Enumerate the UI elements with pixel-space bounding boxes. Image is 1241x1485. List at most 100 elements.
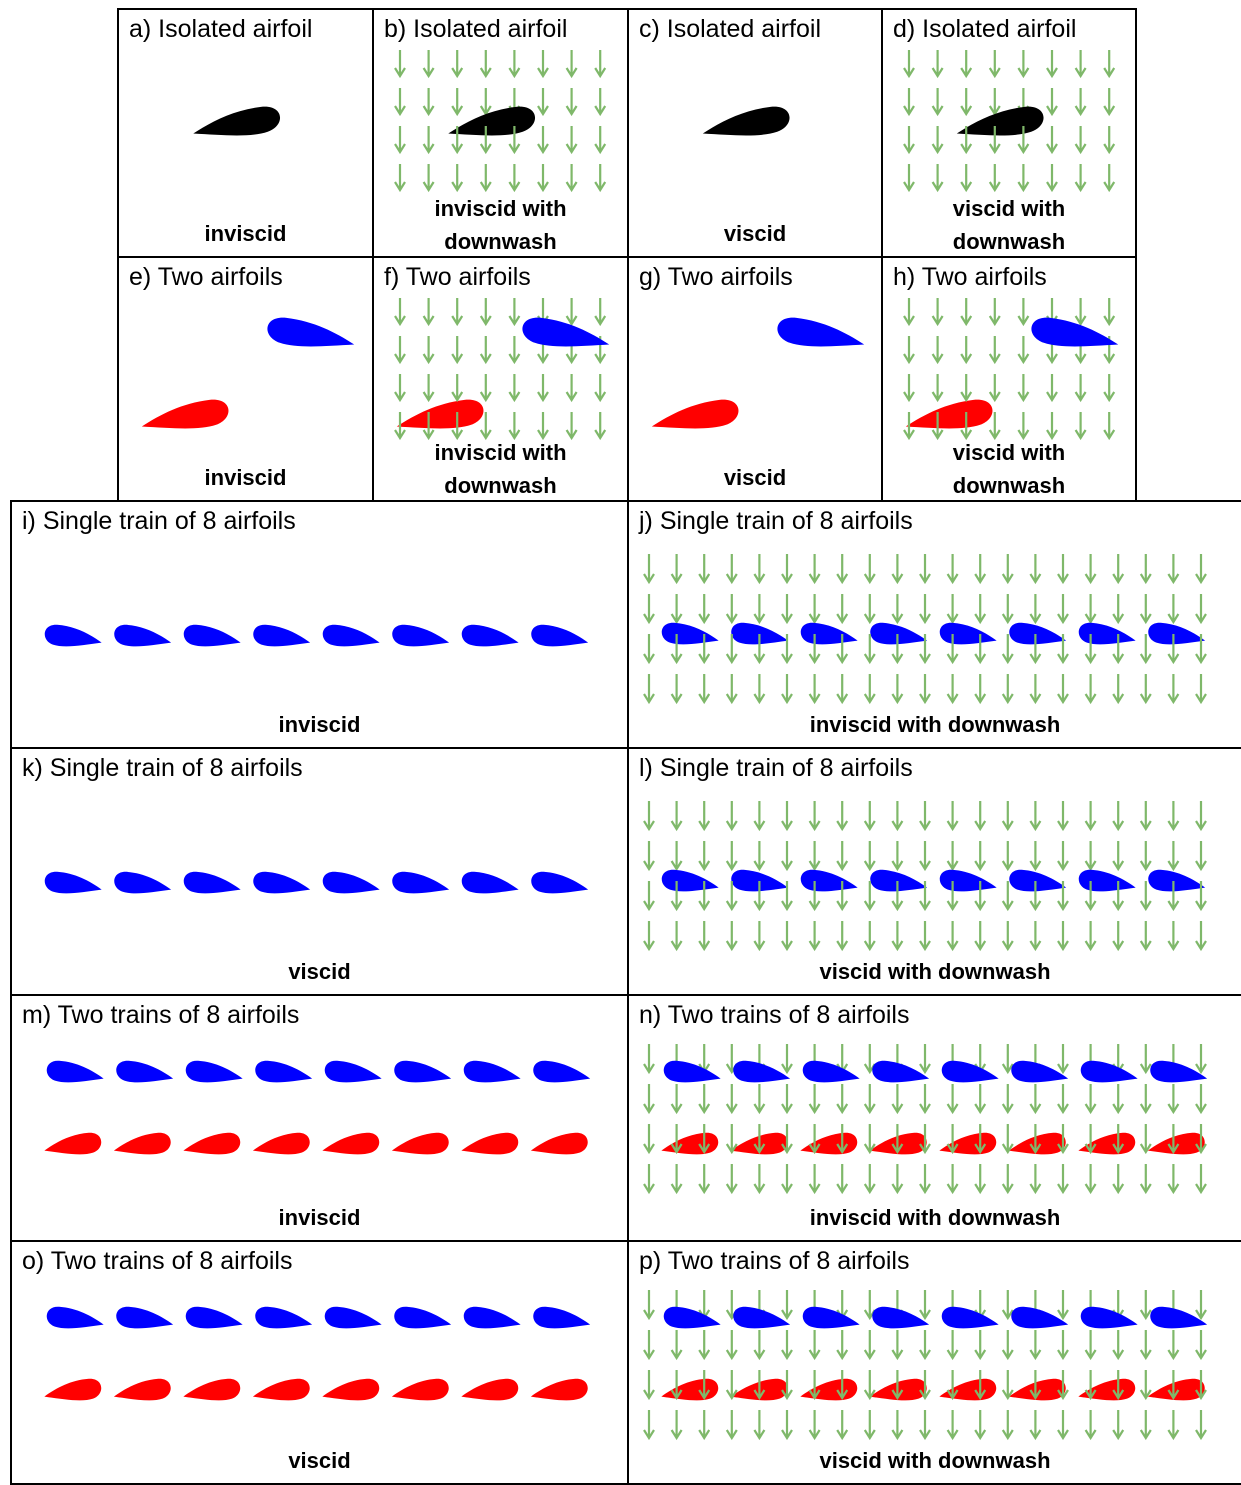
downwash-arrow [781,594,793,625]
downwash-arrow [1139,554,1152,585]
panel-caption: viscid [723,465,787,490]
upper-airfoil [731,869,789,892]
downwash-arrow [725,1330,738,1361]
downwash-arrow [643,554,655,585]
downwash-arrow [725,1410,738,1441]
upper-airfoil [1011,1060,1069,1083]
upper-airfoil [531,624,589,647]
downwash-arrow [1103,298,1116,327]
downwash-arrow [988,164,1001,193]
downwash-arrow [698,921,711,952]
downwash-arrow [919,1330,931,1361]
downwash-arrow [781,1124,793,1155]
downwash-arrow [781,801,793,832]
downwash-arrow [931,50,944,79]
downwash-arrow [931,374,944,403]
upper-airfoil [872,1306,930,1329]
downwash-arrow [643,1370,655,1401]
downwash-arrow [508,50,521,79]
downwash-arrow [1057,1084,1069,1115]
panel-drawing [903,50,1116,193]
panel-title: c) Isolated airfoil [639,15,822,43]
downwash-arrow [781,1084,793,1115]
downwash-arrow [594,88,607,117]
upper-airfoil [661,622,719,645]
downwash-arrow [753,1330,766,1361]
upper-airfoil [116,1060,174,1083]
downwash-arrow [836,1084,849,1115]
downwash-arrow [698,1124,711,1155]
downwash-arrow [1057,881,1069,912]
panel-caption: viscid [288,959,351,984]
downwash-arrow [863,674,876,705]
downwash-arrow [1017,164,1030,193]
lower-airfoil [530,1132,588,1155]
downwash-arrow [1046,412,1058,441]
downwash-arrow [931,298,944,327]
downwash-arrow [670,634,683,665]
downwash-arrow [836,1330,849,1361]
downwash-arrow [891,1124,904,1155]
downwash-arrow [891,921,904,952]
panel-caption: inviscid with downwash [809,1205,1061,1230]
upper-airfoil [870,622,928,645]
downwash-arrow [422,298,435,327]
downwash-arrow [1057,841,1069,872]
downwash-arrow [643,1330,655,1361]
downwash-arrow [565,374,578,403]
downwash-arrow [537,50,549,79]
upper-airfoil [1011,1306,1069,1329]
downwash-arrow [891,674,904,705]
downwash-arrow [946,634,959,665]
downwash-arrow [1139,1370,1152,1401]
upper-airfoil [1150,1060,1208,1083]
panel-title: m) Two trains of 8 airfoils [22,1001,300,1029]
downwash-arrow [1057,1164,1069,1195]
upper-airfoil [800,869,858,892]
upper-airfoil [1009,869,1067,892]
upper-airfoil [324,1060,382,1083]
downwash-arrow [836,1370,849,1401]
downwash-arrow [891,1370,904,1401]
downwash-arrow [960,298,973,327]
downwash-arrow [698,1370,711,1401]
panel-title: n) Two trains of 8 airfoils [639,1001,910,1029]
upper-airfoil [463,1306,521,1329]
downwash-arrow [919,801,931,832]
downwash-arrow [508,374,521,403]
downwash-arrow [394,88,406,117]
downwash-arrow [1001,1084,1014,1115]
upper-airfoil [533,1306,591,1329]
downwash-arrow [1112,1084,1125,1115]
upper-airfoil [46,1060,104,1083]
downwash-arrow [1057,1124,1069,1155]
downwash-arrow [670,554,683,585]
panel-drawing [643,1290,1208,1441]
downwash-arrow [863,841,876,872]
downwash-arrow [1074,164,1087,193]
downwash-arrow [974,674,987,705]
downwash-arrow [1139,841,1152,872]
downwash-arrow [1139,1290,1152,1321]
downwash-arrow [988,50,1001,79]
lower-airfoil [939,1132,997,1155]
downwash-arrow [1046,374,1058,403]
downwash-arrow [670,1164,683,1195]
lower-airfoil [461,1132,519,1155]
downwash-arrow [863,1084,876,1115]
downwash-arrow [988,88,1001,117]
panel-caption: viscid with downwash [952,440,1066,498]
downwash-arrow [919,554,931,585]
downwash-arrow [781,674,793,705]
downwash-arrow [725,554,738,585]
downwash-arrow [451,374,464,403]
panel-drawing [44,624,589,647]
downwash-arrow [698,1330,711,1361]
downwash-arrow [394,50,406,79]
downwash-arrow [698,1164,711,1195]
downwash-arrow [1029,921,1042,952]
downwash-arrow [753,674,766,705]
downwash-arrow [1167,1410,1180,1441]
